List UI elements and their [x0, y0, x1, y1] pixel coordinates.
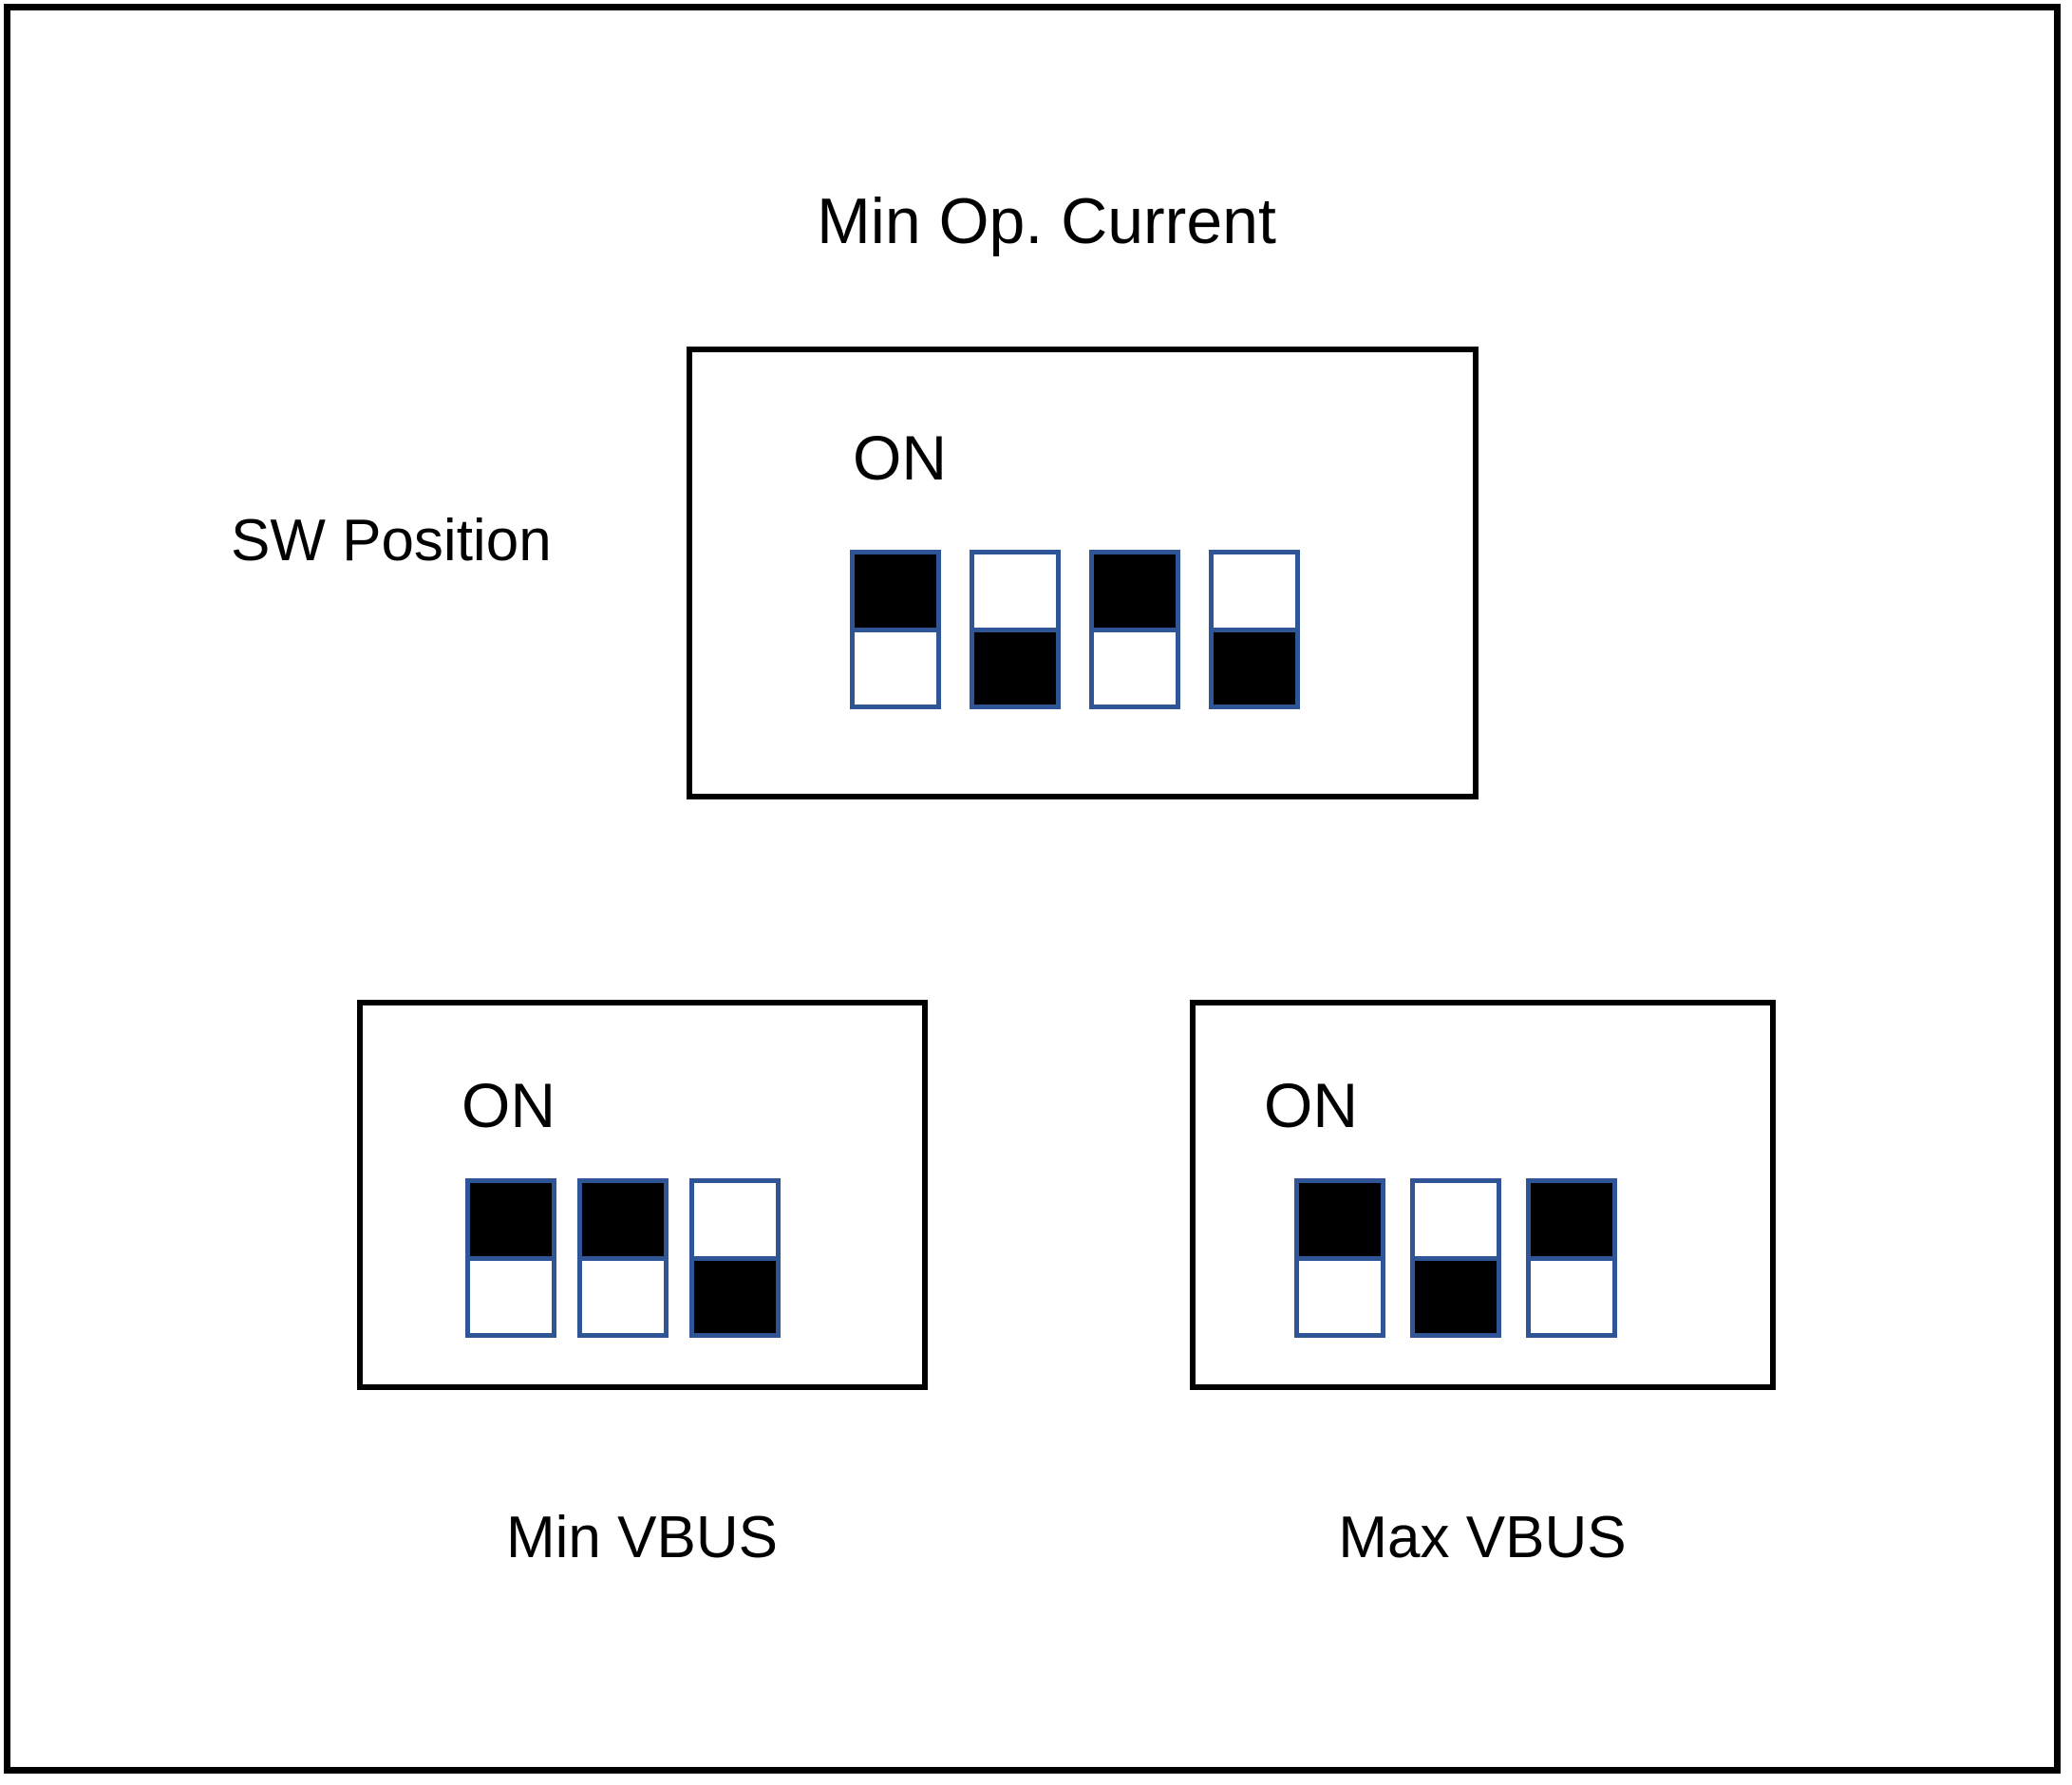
switch-2-bottom-half [974, 631, 1056, 705]
dip-switch-package-max-vbus: ON [1190, 1000, 1776, 1390]
switch-1-top-half [1299, 1183, 1381, 1261]
on-marking-label: ON [1264, 1070, 1358, 1140]
switch-4-top-half [1214, 554, 1295, 632]
switch-1[interactable] [850, 550, 941, 709]
switch-1-bottom-half [855, 631, 936, 705]
switch-2-bottom-half [582, 1260, 664, 1333]
switch-2-top-half [974, 554, 1056, 632]
sw-position-label: SW Position [231, 508, 552, 573]
switch-1[interactable] [1294, 1178, 1385, 1338]
switch-row-max-vbus [1294, 1178, 1617, 1338]
switch-1-top-half [855, 554, 936, 632]
switch-3[interactable] [1526, 1178, 1617, 1338]
switch-1-bottom-half [470, 1260, 552, 1333]
switch-4-bottom-half [1214, 631, 1295, 705]
switch-2[interactable] [577, 1178, 669, 1338]
on-marking-label: ON [461, 1070, 556, 1140]
switch-3-top-half [1531, 1183, 1612, 1261]
switch-3-bottom-half [1531, 1260, 1612, 1333]
switch-3[interactable] [689, 1178, 781, 1338]
switch-3-bottom-half [1094, 631, 1176, 705]
page-frame: Min Op. Current SW Position ON [4, 4, 2061, 1774]
switch-1-top-half [470, 1183, 552, 1261]
switch-2-bottom-half [1415, 1260, 1497, 1333]
caption-max-vbus: Max VBUS [1338, 1505, 1627, 1570]
switch-3-top-half [694, 1183, 776, 1261]
switch-1-bottom-half [1299, 1260, 1381, 1333]
title-min-op-current: Min Op. Current [817, 185, 1276, 257]
dip-switch-package-min-vbus: ON [357, 1000, 928, 1390]
caption-min-vbus: Min VBUS [506, 1505, 778, 1570]
switch-1[interactable] [465, 1178, 556, 1338]
switch-2-top-half [1415, 1183, 1497, 1261]
dip-switch-package-min-op-current: ON [687, 347, 1479, 799]
switch-3-top-half [1094, 554, 1176, 632]
on-marking-label: ON [853, 423, 947, 493]
switch-2[interactable] [970, 550, 1061, 709]
switch-3[interactable] [1089, 550, 1180, 709]
switch-row-min-vbus [465, 1178, 781, 1338]
switch-2-top-half [582, 1183, 664, 1261]
switch-row-min-op-current [850, 550, 1300, 709]
switch-4[interactable] [1209, 550, 1300, 709]
switch-3-bottom-half [694, 1260, 776, 1333]
switch-2[interactable] [1410, 1178, 1501, 1338]
